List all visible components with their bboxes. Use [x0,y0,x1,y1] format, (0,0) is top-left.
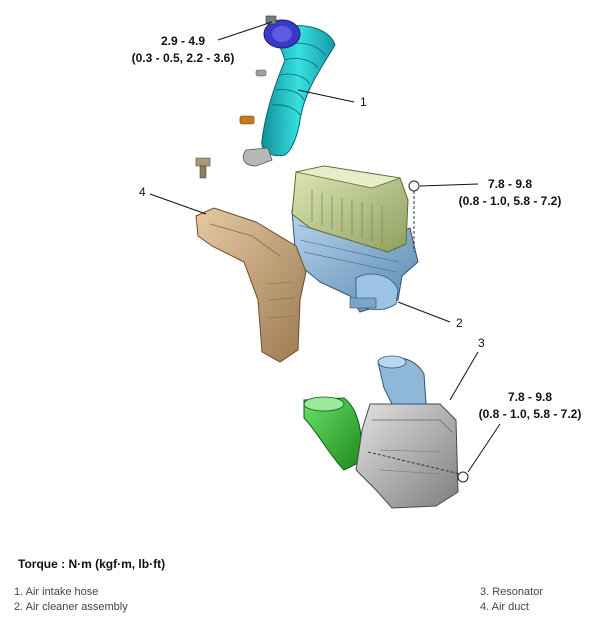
leader-2 [397,301,451,323]
legend-item: 4. Air duct [480,601,529,613]
leader-4 [149,193,207,215]
hose-torque-alt: (0.3 - 0.5, 2.2 - 3.6) [132,51,235,65]
leader-1 [297,89,355,103]
resonator-torque-nm: 7.8 - 9.8 [508,390,552,404]
air-intake-hose [239,15,336,167]
exploded-diagram: 2.9 - 4.9 (0.3 - 0.5, 2.2 - 3.6) 7.8 - 9… [132,15,582,509]
resonator-torque-alt: (0.8 - 1.0, 5.8 - 7.2) [479,407,582,421]
callout-1: 1 [360,95,367,109]
hose-torque-nm: 2.9 - 4.9 [161,34,205,48]
leader-resonator-torque [467,423,501,473]
cleaner-torque-alt: (0.8 - 1.0, 5.8 - 7.2) [459,194,562,208]
legend-right: 3. Resonator 4. Air duct [480,585,543,615]
cleaner-torque-nm: 7.8 - 9.8 [488,177,532,191]
callout-2: 2 [456,316,463,330]
torque-units-title: Torque : N·m (kgf·m, lb·ft) [18,557,166,571]
callout-4: 4 [139,185,146,199]
legend-item: 2. Air cleaner assembly [14,601,128,613]
callout-3: 3 [478,336,485,350]
bolt-icon [408,180,420,192]
leader-3 [449,351,479,401]
legend-item: 1. Air intake hose [14,586,99,598]
resonator [303,355,469,509]
leader-hose-torque [217,21,273,41]
air-cleaner-assembly [291,165,420,313]
air-duct [195,157,307,363]
legend-left: 1. Air intake hose 2. Air cleaner assemb… [14,585,128,615]
duct-bolt-icon [195,157,211,167]
resonator-bolt-icon [457,471,469,483]
legend-item: 3. Resonator [480,586,543,598]
leader-cleaner-torque [419,183,479,187]
